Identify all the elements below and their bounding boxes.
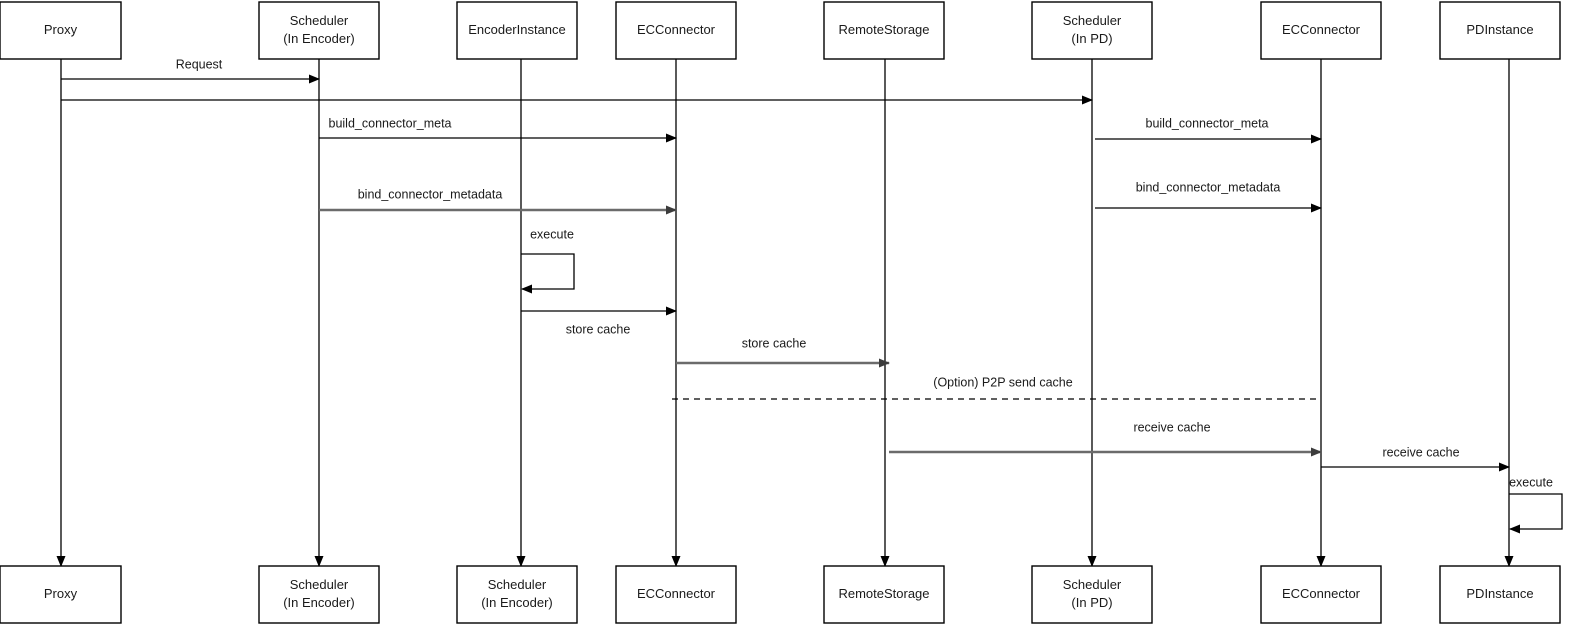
participant-header-label-line1: Scheduler <box>1063 13 1122 28</box>
participant-footer-label: ECConnector <box>637 586 716 601</box>
participant-header-encoder-inst[interactable]: EncoderInstance <box>456 1 578 60</box>
message-label-store-cache-1: store cache <box>566 322 631 336</box>
self-message-path-execute-encoder <box>521 253 575 294</box>
self-message-label-execute-encoder: execute <box>530 227 574 241</box>
participant-header-label: Proxy <box>44 22 78 37</box>
participant-footer-box <box>456 565 578 624</box>
participant-footer-label: PDInstance <box>1466 586 1533 601</box>
participant-footer-label-line2: (In Encoder) <box>481 595 553 610</box>
participant-footer-label-line2: (In Encoder) <box>283 595 355 610</box>
message-label-bind-meta-enc: bind_connector_metadata <box>358 187 503 201</box>
header-participants-layer: Proxy Scheduler (In Encoder) EncoderInstanc… <box>0 1 1561 60</box>
message-bind-meta-enc[interactable]: bind_connector_metadata <box>319 187 677 215</box>
message-label-receive-cache-1: receive cache <box>1133 420 1210 434</box>
message-label-build-meta-pd: build_connector_meta <box>1146 116 1269 130</box>
participant-footer-box <box>1439 565 1561 624</box>
participant-footer-label-line2: (In PD) <box>1071 595 1112 610</box>
participant-header-scheduler-enc[interactable]: Scheduler (In Encoder) <box>258 1 380 60</box>
participant-footer-scheduler-pd-footer[interactable]: Scheduler (In PD) <box>1031 565 1153 624</box>
self-message-path-execute-pdinstance <box>1509 493 1563 534</box>
participant-footer-box <box>1031 565 1153 624</box>
participant-header-pdinstance[interactable]: PDInstance <box>1439 1 1561 60</box>
participant-footer-proxy-footer[interactable]: Proxy <box>0 565 122 624</box>
message-build-meta-pd[interactable]: build_connector_meta <box>1095 116 1322 144</box>
participant-header-remotestorage[interactable]: RemoteStorage <box>823 1 945 60</box>
message-bind-meta-pd[interactable]: bind_connector_metadata <box>1095 180 1322 213</box>
participant-footer-scheduler-enc-footer[interactable]: Scheduler (In Encoder) <box>258 565 380 624</box>
participant-header-box <box>1260 1 1382 60</box>
message-label-receive-cache-2: receive cache <box>1382 445 1459 459</box>
participant-header-ecconnector-pd[interactable]: ECConnector <box>1260 1 1382 60</box>
message-p2p-send-cache[interactable]: (Option) P2P send cache <box>672 375 1321 400</box>
participant-header-label: ECConnector <box>637 22 716 37</box>
messages-layer: Request build_connector_meta build_connect… <box>61 57 1563 534</box>
participant-header-box <box>258 1 380 60</box>
message-request[interactable]: Request <box>61 57 320 84</box>
message-store-cache-2[interactable]: store cache <box>676 336 890 368</box>
participant-footer-box <box>258 565 380 624</box>
participant-footer-box <box>0 565 122 624</box>
participant-footer-box <box>615 565 737 624</box>
participant-header-label: PDInstance <box>1466 22 1533 37</box>
participant-footer-label: Proxy <box>44 586 78 601</box>
participant-header-proxy[interactable]: Proxy <box>0 1 122 60</box>
message-receive-cache-2[interactable]: receive cache <box>1321 445 1510 472</box>
message-store-cache-1[interactable]: store cache <box>521 306 677 336</box>
participant-header-label: RemoteStorage <box>838 22 929 37</box>
participant-footer-box <box>823 565 945 624</box>
message-label-store-cache-2: store cache <box>742 336 807 350</box>
footer-participants-layer: Proxy Scheduler (In Encoder) Scheduler (In E… <box>0 565 1561 624</box>
participant-header-label: EncoderInstance <box>468 22 566 37</box>
lifelines-layer <box>56 59 1514 567</box>
participant-header-label: ECConnector <box>1282 22 1361 37</box>
participant-header-label-line2: (In Encoder) <box>283 31 355 46</box>
self-message-execute-encoder[interactable]: execute <box>521 227 575 294</box>
participant-footer-label-line1: Scheduler <box>1063 577 1122 592</box>
participant-footer-label: ECConnector <box>1282 586 1361 601</box>
message-label-p2p-send-cache: (Option) P2P send cache <box>933 375 1072 389</box>
self-message-execute-pdinstance[interactable]: execute <box>1509 475 1563 534</box>
participant-footer-ecconnector-enc-footer[interactable]: ECConnector <box>615 565 737 624</box>
participant-header-box <box>823 1 945 60</box>
message-label-request: Request <box>176 57 223 71</box>
message-label-build-meta-enc: build_connector_meta <box>329 116 452 130</box>
participant-header-box <box>615 1 737 60</box>
participant-header-box <box>456 1 578 60</box>
participant-footer-pdinstance-footer[interactable]: PDInstance <box>1439 565 1561 624</box>
participant-header-box <box>1439 1 1561 60</box>
message-receive-cache-1[interactable]: receive cache <box>889 420 1322 457</box>
participant-footer-ecconnector-pd-footer[interactable]: ECConnector <box>1260 565 1382 624</box>
participant-header-box <box>1031 1 1153 60</box>
message-label-bind-meta-pd: bind_connector_metadata <box>1136 180 1281 194</box>
participant-footer-label: RemoteStorage <box>838 586 929 601</box>
participant-header-scheduler-pd[interactable]: Scheduler (In PD) <box>1031 1 1153 60</box>
message-build-meta-enc[interactable]: build_connector_meta <box>319 116 677 143</box>
participant-header-label-line1: Scheduler <box>290 13 349 28</box>
participant-header-label-line2: (In PD) <box>1071 31 1112 46</box>
participant-footer-box <box>1260 565 1382 624</box>
participant-footer-label-line1: Scheduler <box>290 577 349 592</box>
participant-footer-encoder-inst-footer[interactable]: Scheduler (In Encoder) <box>456 565 578 624</box>
self-message-label-execute-pdinstance: execute <box>1509 475 1553 489</box>
participant-footer-remotestorage-footer[interactable]: RemoteStorage <box>823 565 945 624</box>
participant-header-ecconnector-enc[interactable]: ECConnector <box>615 1 737 60</box>
participant-footer-label-line1: Scheduler <box>488 577 547 592</box>
participant-header-box <box>0 1 122 60</box>
